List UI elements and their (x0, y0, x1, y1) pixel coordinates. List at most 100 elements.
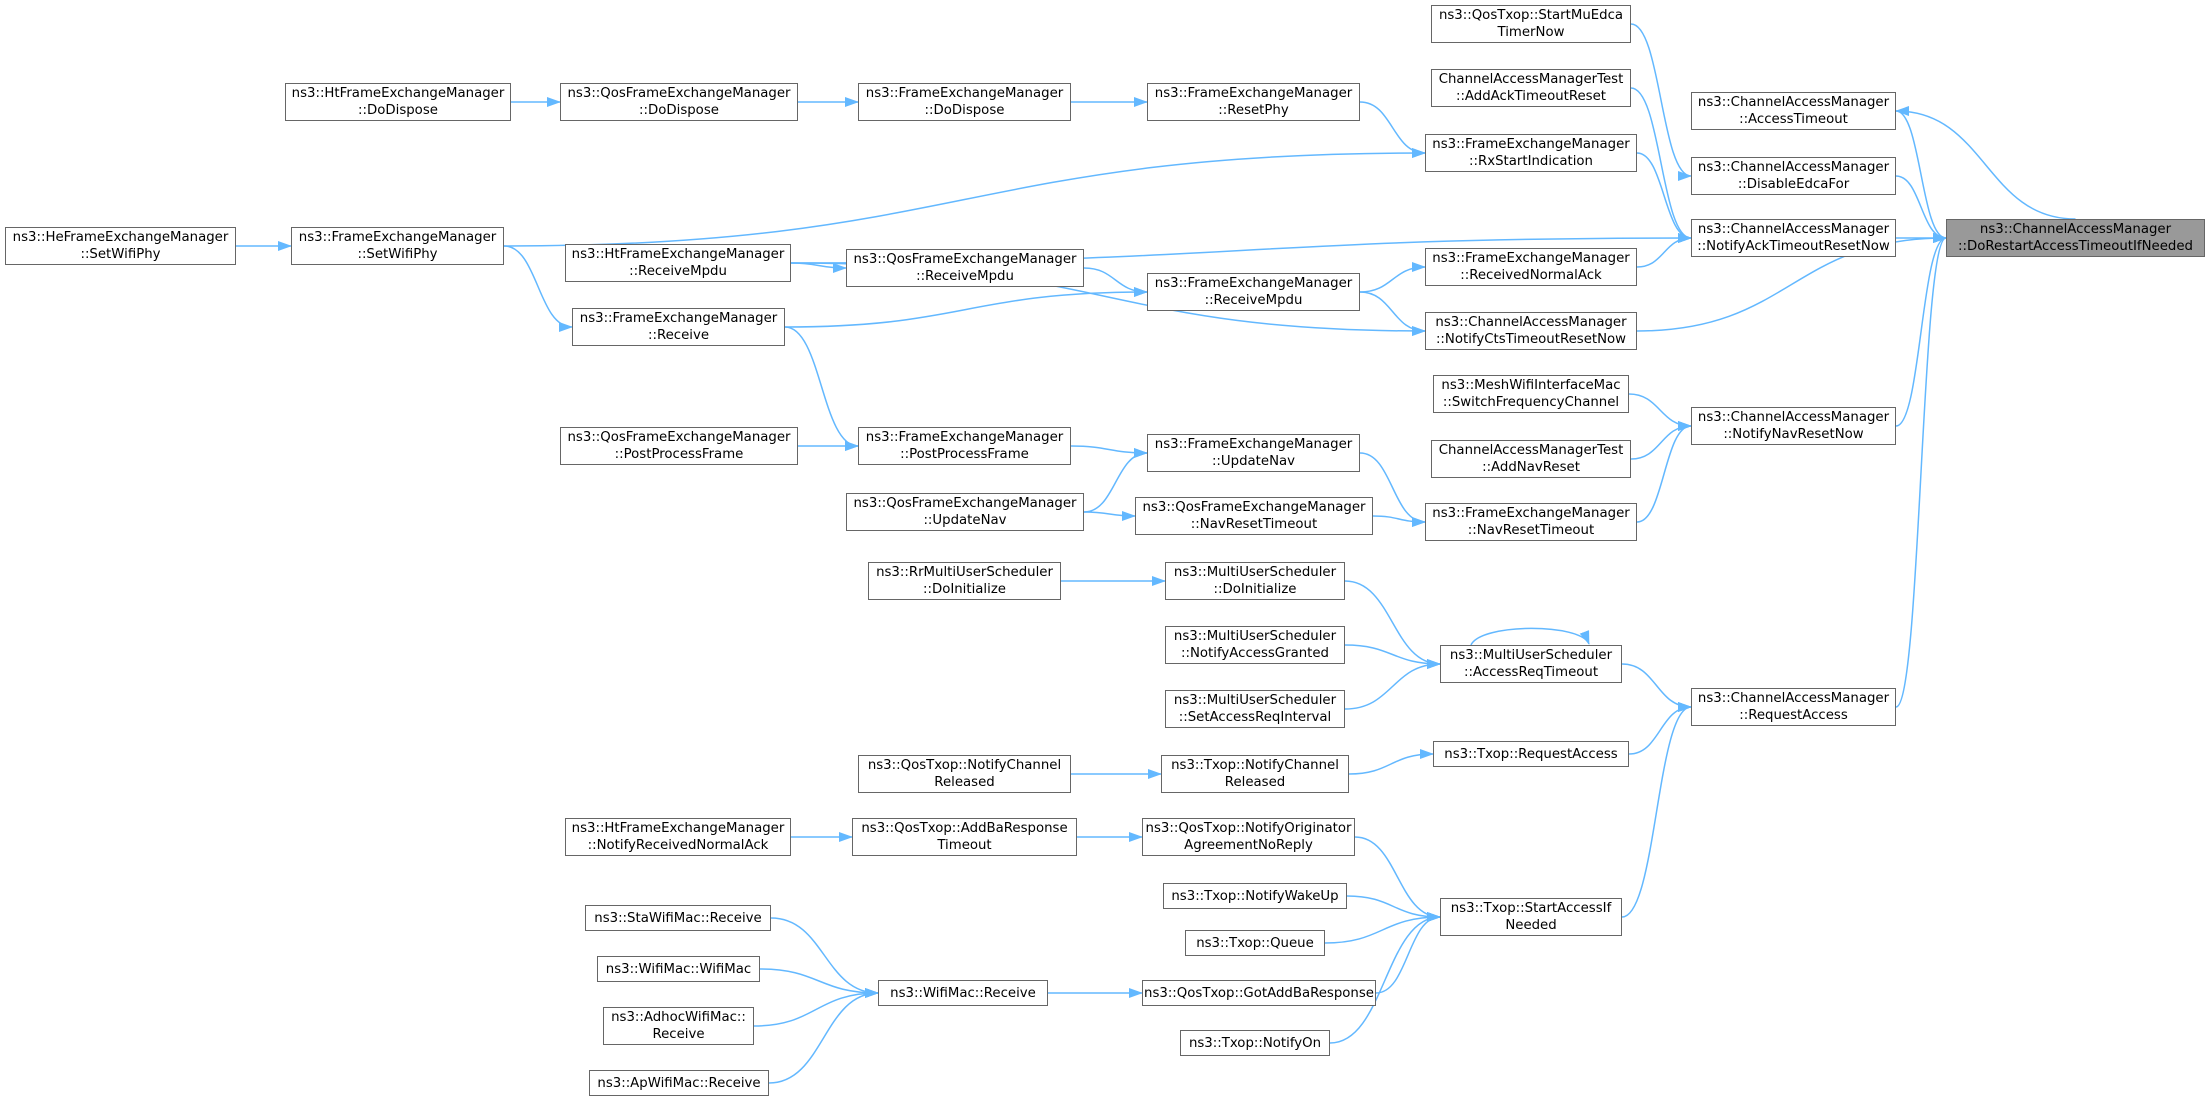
node-qosfem-postprocessframe[interactable]: ns3::QosFrameExchangeManager::PostProces… (560, 427, 798, 465)
node-camtest-addnavreset[interactable]: ChannelAccessManagerTest::AddNavReset (1431, 440, 1631, 478)
node-fem-resetphy[interactable]: ns3::FrameExchangeManager::ResetPhy (1147, 83, 1360, 121)
node-qosfem-dodispose[interactable]: ns3::QosFrameExchangeManager::DoDispose (560, 83, 798, 121)
node-label-line: ns3::MultiUserScheduler (1173, 693, 1337, 708)
node-fem-postprocessframe[interactable]: ns3::FrameExchangeManager::PostProcessFr… (858, 427, 1071, 465)
call-edge-txop_queue-to-txop_startaccessifneeded (1324, 912, 1441, 944)
call-edge-txop_notifyon-to-txop_startaccessifneeded (1329, 912, 1441, 1044)
node-txop-requestaccess[interactable]: ns3::Txop::RequestAccess (1433, 741, 1629, 767)
node-fem-receivempdu[interactable]: ns3::FrameExchangeManager::ReceiveMpdu (1147, 273, 1360, 311)
node-label-line: Receive (652, 1027, 705, 1042)
node-label-line: ::RxStartIndication (1469, 154, 1593, 169)
node-label-line: ns3::QosTxop::NotifyChannel (867, 758, 1062, 773)
node-qosfem-receivempdu[interactable]: ns3::QosFrameExchangeManager::ReceiveMpd… (846, 249, 1084, 287)
node-fem-receive[interactable]: ns3::FrameExchangeManager::Receive (572, 308, 785, 346)
node-wifimac-wifimac[interactable]: ns3::WifiMac::WifiMac (597, 956, 760, 982)
node-label-line: ns3::Txop::Queue (1196, 935, 1314, 951)
node-cam-requestaccess[interactable]: ns3::ChannelAccessManager::RequestAccess (1691, 688, 1896, 726)
node-qosfem-updatenav[interactable]: ns3::QosFrameExchangeManager::UpdateNav (846, 493, 1084, 531)
node-label-line: ns3::FrameExchangeManager (579, 311, 778, 326)
node-apwifimac-receive[interactable]: ns3::ApWifiMac::Receive (589, 1070, 769, 1096)
node-htfem-notifyreceivednormalack[interactable]: ns3::HtFrameExchangeManager::NotifyRecei… (565, 818, 791, 856)
node-label-line: ::Receive (647, 328, 710, 343)
node-label-line: ns3::QosTxop::AddBaResponse (861, 821, 1068, 836)
node-label-line: ChannelAccessManagerTest (1438, 443, 1624, 458)
node-label-line: ns3::ChannelAccessManager (1435, 315, 1627, 330)
node-label-line: ChannelAccessManagerTest (1438, 72, 1624, 87)
call-edge-fem_setwifiphy-to-fem_rxstartindication (503, 148, 1426, 247)
node-label-line: AgreementNoReply (1184, 838, 1313, 853)
node-label-line: ::SwitchFrequencyChannel (1442, 395, 1620, 410)
node-mus-setaccessreqinterval[interactable]: ns3::MultiUserScheduler::SetAccessReqInt… (1165, 690, 1345, 728)
node-label-line: ns3::FrameExchangeManager (1154, 86, 1353, 101)
node-wifimac-receive[interactable]: ns3::WifiMac::Receive (878, 980, 1048, 1006)
call-edge-cam_accesstimeout-to-root (1895, 110, 1947, 243)
node-label-line: ns3::HeFrameExchangeManager (12, 230, 229, 245)
call-edge-root-to-cam_accesstimeout (1895, 106, 2076, 220)
node-fem-rxstartindication[interactable]: ns3::FrameExchangeManager::RxStartIndica… (1425, 134, 1637, 172)
node-mus-notifyaccessgranted[interactable]: ns3::MultiUserScheduler::NotifyAccessGra… (1165, 626, 1345, 664)
node-fem-navresettimeout[interactable]: ns3::FrameExchangeManager::NavResetTimeo… (1425, 503, 1637, 541)
node-camtest-addacktimeoutreset[interactable]: ChannelAccessManagerTest::AddAckTimeoutR… (1431, 69, 1631, 107)
node-fem-receivednormalack[interactable]: ns3::FrameExchangeManager::ReceivedNorma… (1425, 248, 1637, 286)
call-edge-fem_receive-to-fem_receivempdu (784, 287, 1148, 328)
node-label-line: ::DisableEdcaFor (1737, 177, 1850, 192)
node-stawifimac-receive[interactable]: ns3::StaWifiMac::Receive (585, 905, 771, 931)
node-fem-dodispose[interactable]: ns3::FrameExchangeManager::DoDispose (858, 83, 1071, 121)
node-cam-disableedcafor[interactable]: ns3::ChannelAccessManager::DisableEdcaFo… (1691, 157, 1896, 195)
node-txop-notifywakeup[interactable]: ns3::Txop::NotifyWakeUp (1163, 883, 1347, 909)
call-edge-camtest_addacktimeoutreset-to-cam_notifyacktimeoutresetnow (1630, 87, 1692, 243)
call-edge-apwifimac_receive-to-wifimac_receive (768, 988, 879, 1084)
node-label-line: ::SetWifiPhy (357, 247, 438, 262)
node-label-line: ::SetAccessReqInterval (1178, 710, 1332, 725)
node-label-line: ns3::Txop::NotifyChannel (1171, 758, 1339, 773)
node-qosfem-navresettimeout[interactable]: ns3::QosFrameExchangeManager::NavResetTi… (1135, 497, 1373, 535)
node-label-line: ns3::Txop::StartAccessIf (1450, 901, 1612, 916)
node-meshmac-switchfreq[interactable]: ns3::MeshWifiInterfaceMac::SwitchFrequen… (1433, 375, 1629, 413)
node-label-line: ns3::ChannelAccessManager (1697, 222, 1890, 237)
node-mus-doinitialize[interactable]: ns3::MultiUserScheduler::DoInitialize (1165, 562, 1345, 600)
node-label-line: ns3::StaWifiMac::Receive (594, 910, 762, 926)
node-qostxop-gotaddbaresponse[interactable]: ns3::QosTxop::GotAddBaResponse (1142, 980, 1376, 1006)
node-label-line: ns3::HtFrameExchangeManager (571, 247, 785, 262)
node-cam-notifyacktimeoutresetnow[interactable]: ns3::ChannelAccessManager::NotifyAckTime… (1691, 219, 1896, 257)
node-label-line: ns3::FrameExchangeManager (298, 230, 497, 245)
node-label-line: ns3::ChannelAccessManager (1697, 160, 1890, 175)
node-label-line: ns3::MultiUserScheduler (1449, 648, 1613, 663)
node-label-line: ns3::FrameExchangeManager (865, 430, 1064, 445)
node-htfem-receivempdu[interactable]: ns3::HtFrameExchangeManager::ReceiveMpdu (565, 244, 791, 282)
node-label-line: ns3::ChannelAccessManager (1697, 691, 1890, 706)
call-edge-fem_setwifiphy-to-fem_receive (503, 245, 573, 332)
node-hefem-setwifiphy[interactable]: ns3::HeFrameExchangeManager::SetWifiPhy (5, 227, 236, 265)
call-edge-qosfem_updatenav-to-fem_updatenav (1083, 448, 1148, 513)
node-txop-notifyon[interactable]: ns3::Txop::NotifyOn (1180, 1030, 1330, 1056)
node-txop-queue[interactable]: ns3::Txop::Queue (1185, 930, 1325, 956)
node-mus-accessreqtimeout[interactable]: ns3::MultiUserScheduler::AccessReqTimeou… (1440, 645, 1622, 683)
node-label-line: Timeout (937, 838, 992, 853)
node-fem-setwifiphy[interactable]: ns3::FrameExchangeManager::SetWifiPhy (291, 227, 504, 265)
node-label-line: ::ReceiveMpdu (1204, 293, 1303, 308)
node-label-line: Released (934, 775, 995, 790)
node-label-line: ns3::HtFrameExchangeManager (291, 86, 505, 101)
node-label-line: ::NotifyAccessGranted (1181, 646, 1329, 661)
node-cam-notifynavresetnow[interactable]: ns3::ChannelAccessManager::NotifyNavRese… (1691, 407, 1896, 445)
node-fem-updatenav[interactable]: ns3::FrameExchangeManager::UpdateNav (1147, 434, 1360, 472)
node-cam-accesstimeout[interactable]: ns3::ChannelAccessManager::AccessTimeout (1691, 92, 1896, 130)
node-adhocwifimac-receive[interactable]: ns3::AdhocWifiMac::Receive (603, 1007, 754, 1045)
node-cam-notifyctstimeoutresetnow[interactable]: ns3::ChannelAccessManager::NotifyCtsTime… (1425, 312, 1637, 350)
node-label-line: ::UpdateNav (923, 513, 1007, 528)
node-label-line: ::AddNavReset (1482, 460, 1580, 475)
node-label-line: ns3::QosFrameExchangeManager (1142, 500, 1366, 515)
node-label-line: ns3::QosTxop::StartMuEdca (1438, 8, 1624, 23)
node-label-line: ns3::AdhocWifiMac:: (611, 1010, 746, 1025)
node-rrmus-doinitialize[interactable]: ns3::RrMultiUserScheduler::DoInitialize (868, 562, 1061, 600)
call-edge-wifimac_wifimac-to-wifimac_receive (759, 968, 879, 998)
node-label-line: ns3::Txop::NotifyWakeUp (1171, 888, 1339, 904)
node-htfem-dodispose[interactable]: ns3::HtFrameExchangeManager::DoDispose (285, 83, 511, 121)
